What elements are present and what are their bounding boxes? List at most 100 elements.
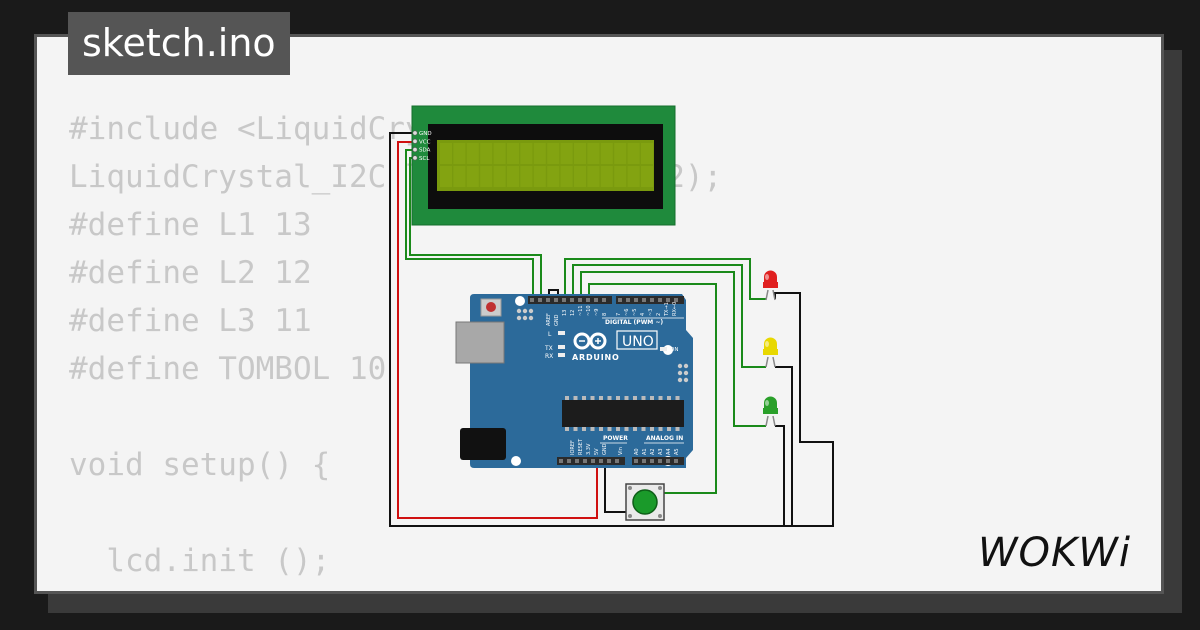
mounting-hole xyxy=(511,456,521,466)
lcd-cell xyxy=(466,143,479,164)
digital-pin-label: 8 xyxy=(602,313,608,316)
digital-pin-label: ~5 xyxy=(632,309,638,316)
lcd-pin xyxy=(412,147,418,153)
digital-pin-label: ~10 xyxy=(586,305,592,316)
lcd-pin xyxy=(412,138,418,144)
lcd-cell xyxy=(533,143,546,164)
code-line: #define L1 13 xyxy=(69,207,312,243)
wokwi-logo-text: WOKWi xyxy=(978,530,1131,575)
label-3v3: 3.3V xyxy=(586,443,592,455)
digital-pin-label: 4 xyxy=(640,313,646,316)
pushbutton[interactable] xyxy=(625,483,665,521)
digital-pin-label: 2 xyxy=(656,313,662,316)
file-tab-label: sketch.ino xyxy=(82,21,276,65)
digital-pin-label: ~6 xyxy=(624,309,630,316)
digital-pin-label: ~3 xyxy=(648,309,654,316)
lcd-pin xyxy=(412,130,418,136)
lcd-pin-label: GND xyxy=(419,131,432,137)
led-yellow[interactable] xyxy=(763,337,778,368)
digital-pin-label: RX←0 xyxy=(672,302,678,316)
digital-pin-label: TX→1 xyxy=(664,302,670,317)
lcd-cell xyxy=(520,166,533,187)
atmega-chip xyxy=(562,400,684,427)
lcd-cell xyxy=(614,143,627,164)
board-model: UNO xyxy=(622,334,654,350)
lcd-cell xyxy=(453,166,466,187)
digital-pin-label: ~9 xyxy=(594,309,600,316)
pushbutton-cap xyxy=(632,489,658,515)
lcd-cell xyxy=(520,143,533,164)
lcd-cell xyxy=(560,143,573,164)
label-l: L xyxy=(548,331,552,338)
digital-pin-label: 7 xyxy=(616,313,622,316)
wokwi-logo: WOKWi xyxy=(978,530,1131,575)
label-gnd-power: GND xyxy=(602,443,608,455)
lcd-cell xyxy=(600,166,613,187)
wire-lcd-vcc xyxy=(397,141,598,519)
label-power: POWER xyxy=(603,435,628,442)
wire-button-gnd xyxy=(604,462,626,513)
label-aref: AREF xyxy=(546,313,552,326)
wire-led-red-gnd xyxy=(605,292,834,527)
lcd-cell xyxy=(574,166,586,187)
lcd-cell xyxy=(560,166,573,187)
arduino-logo-icon xyxy=(573,332,607,350)
label-gnd: GND xyxy=(554,314,560,326)
led-group xyxy=(763,270,778,427)
digital-pin-label: ~11 xyxy=(578,305,584,316)
led-red[interactable] xyxy=(763,270,778,301)
digital-pin-label: 12 xyxy=(570,310,576,316)
lcd-cell xyxy=(440,143,452,164)
mounting-hole xyxy=(515,296,525,306)
lcd-cell xyxy=(587,166,600,187)
analog-pin-label: A5 xyxy=(674,448,680,455)
led-green[interactable] xyxy=(763,396,778,427)
label-on: ON xyxy=(670,347,678,353)
board-brand: ARDUINO xyxy=(572,353,620,362)
digital-header xyxy=(530,298,678,302)
icsp-header xyxy=(516,308,534,321)
lcd-cell xyxy=(547,166,560,187)
analog-pin-label: A2 xyxy=(650,448,656,455)
label-reset: RESET xyxy=(578,438,584,455)
lcd-cell xyxy=(480,166,493,187)
lcd-pin-label: VCC xyxy=(419,139,431,145)
code-line: #define TOMBOL 10 xyxy=(69,351,387,387)
file-tab[interactable]: sketch.ino xyxy=(68,12,290,75)
label-tx: TX xyxy=(544,345,553,352)
lcd-cell xyxy=(507,166,519,187)
chip-pins xyxy=(565,396,680,431)
label-vin: Vin xyxy=(618,447,624,455)
lcd-cell xyxy=(480,143,493,164)
wire-pin13 xyxy=(564,258,766,300)
lcd-cell xyxy=(533,166,546,187)
label-ioref: IOREF xyxy=(570,440,576,455)
lcd-character-grid xyxy=(440,143,653,187)
lcd-cell xyxy=(440,166,452,187)
wire-pin10 xyxy=(588,283,717,494)
code-line: lcd.init (); xyxy=(69,543,331,579)
analog-pin-label: A1 xyxy=(642,448,648,455)
label-analog: ANALOG IN xyxy=(646,435,683,442)
lcd-cell xyxy=(466,166,479,187)
lcd-cell xyxy=(627,166,640,187)
lcd-cell xyxy=(507,143,519,164)
code-line: void setup() { xyxy=(69,447,331,483)
wire-led-yellow-gnd xyxy=(775,366,793,526)
code-line: #define L3 11 xyxy=(69,303,312,339)
lcd-pin xyxy=(412,155,418,161)
lcd-cell xyxy=(547,143,560,164)
lcd-pin-label: SCL xyxy=(419,156,430,162)
digital-pin-label: 13 xyxy=(562,310,568,316)
analog-pin-label: A3 xyxy=(658,448,664,455)
power-header xyxy=(559,459,678,463)
lcd-cell xyxy=(600,143,613,164)
lcd-cell xyxy=(574,143,586,164)
wire-lcd-gnd xyxy=(389,132,605,527)
analog-pin-label: A4 xyxy=(666,448,672,455)
